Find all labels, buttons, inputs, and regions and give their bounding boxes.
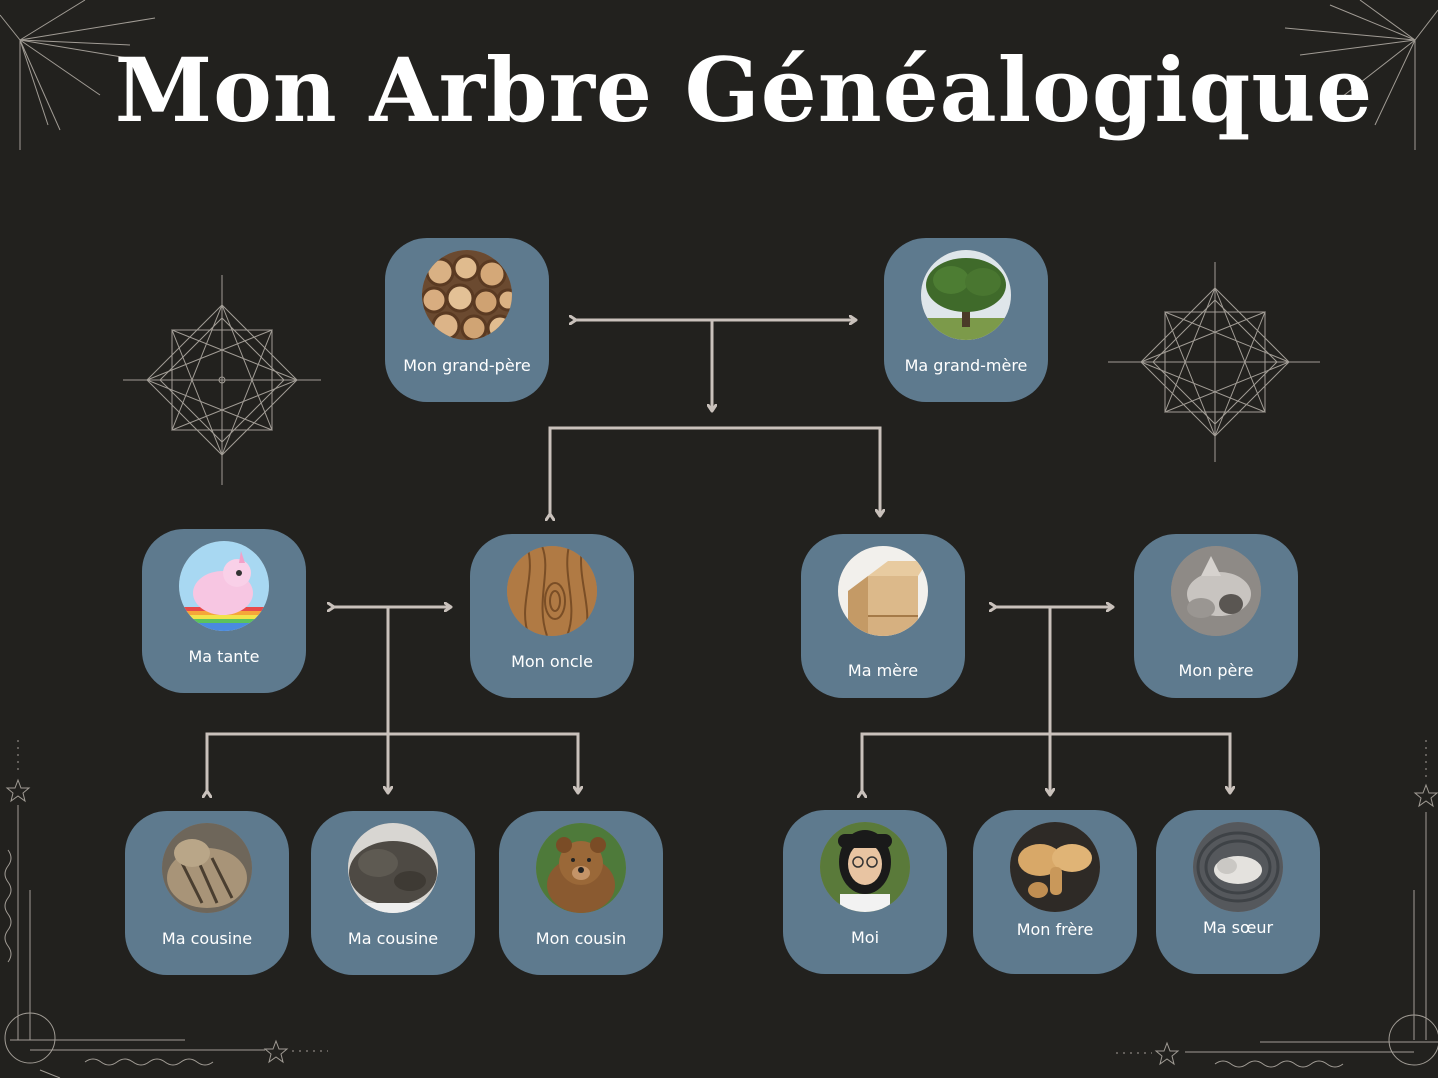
node-label: Ma cousine	[347, 929, 439, 948]
branch-to-children	[550, 426, 880, 515]
branch-to-siblings	[862, 732, 1230, 792]
photo-pink-fluffy-unicorn-icon	[179, 541, 269, 631]
photo-cat-in-basket-icon	[1193, 822, 1283, 912]
node-label: Ma tante	[188, 647, 260, 666]
photo-wood-blocks-icon	[838, 546, 928, 636]
photo-logs-icon	[422, 250, 512, 340]
branch-to-cousins	[207, 732, 578, 792]
photo-girl-with-glasses-icon	[820, 822, 910, 912]
node-cousin-3[interactable]: Mon cousin	[499, 811, 663, 975]
photo-wooden-shapes-icon	[1010, 822, 1100, 912]
node-label: Moi	[850, 928, 880, 947]
photo-tree-icon	[921, 250, 1011, 340]
node-grandpa[interactable]: Mon grand-père	[385, 238, 549, 402]
node-label: Ma grand-mère	[904, 356, 1028, 375]
node-label: Ma cousine	[161, 929, 253, 948]
node-mother[interactable]: Ma mère	[801, 534, 965, 698]
node-label: Ma mère	[847, 661, 919, 680]
photo-sleeping-cat-icon	[348, 823, 438, 913]
starburst-top-right-icon	[1284, 0, 1438, 150]
geometric-diamond-left-icon	[123, 275, 321, 485]
geometric-diamond-right-icon	[1108, 262, 1320, 462]
node-label: Ma sœur	[1202, 918, 1274, 937]
photo-wood-grain-icon	[507, 546, 597, 636]
photo-brown-bear-icon	[536, 823, 626, 913]
node-label: Mon frère	[1016, 920, 1094, 939]
node-label: Mon père	[1178, 661, 1254, 680]
node-label: Mon cousin	[535, 929, 627, 948]
node-me[interactable]: Moi	[783, 810, 947, 974]
node-cousin-1[interactable]: Ma cousine	[125, 811, 289, 975]
node-cousin-2[interactable]: Ma cousine	[311, 811, 475, 975]
photo-stone-sculpture-icon	[1171, 546, 1261, 636]
node-label: Mon grand-père	[403, 356, 531, 375]
node-label: Mon oncle	[511, 652, 593, 671]
page-title: Mon Arbre Généalogique	[114, 38, 1374, 142]
photo-tabby-cat-icon	[162, 823, 252, 913]
node-sister[interactable]: Ma sœur	[1156, 810, 1320, 974]
starburst-top-left-icon	[0, 0, 156, 150]
node-father[interactable]: Mon père	[1134, 534, 1298, 698]
corner-frame-bottom-left-icon	[4, 740, 328, 1078]
corner-frame-bottom-right-icon	[1116, 740, 1438, 1068]
node-aunt[interactable]: Ma tante	[142, 529, 306, 693]
node-brother[interactable]: Mon frère	[973, 810, 1137, 974]
node-uncle[interactable]: Mon oncle	[470, 534, 634, 698]
node-grandma[interactable]: Ma grand-mère	[884, 238, 1048, 402]
